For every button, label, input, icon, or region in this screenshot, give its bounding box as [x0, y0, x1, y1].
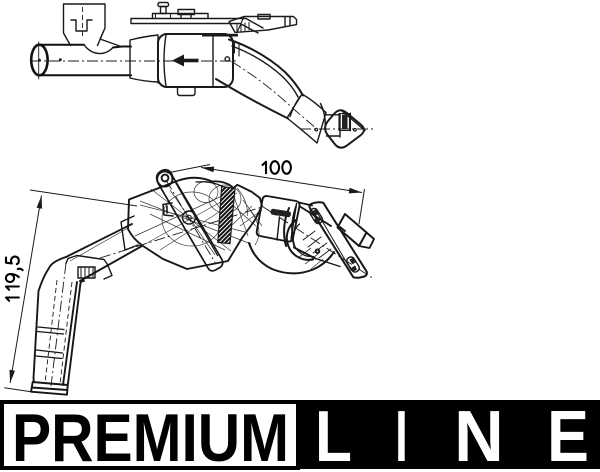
- svg-text:PREMIUM: PREMIUM: [12, 400, 289, 472]
- svg-text:I: I: [395, 396, 407, 472]
- svg-text:E: E: [547, 397, 589, 472]
- svg-text:L: L: [315, 397, 352, 472]
- svg-text:N: N: [454, 395, 503, 472]
